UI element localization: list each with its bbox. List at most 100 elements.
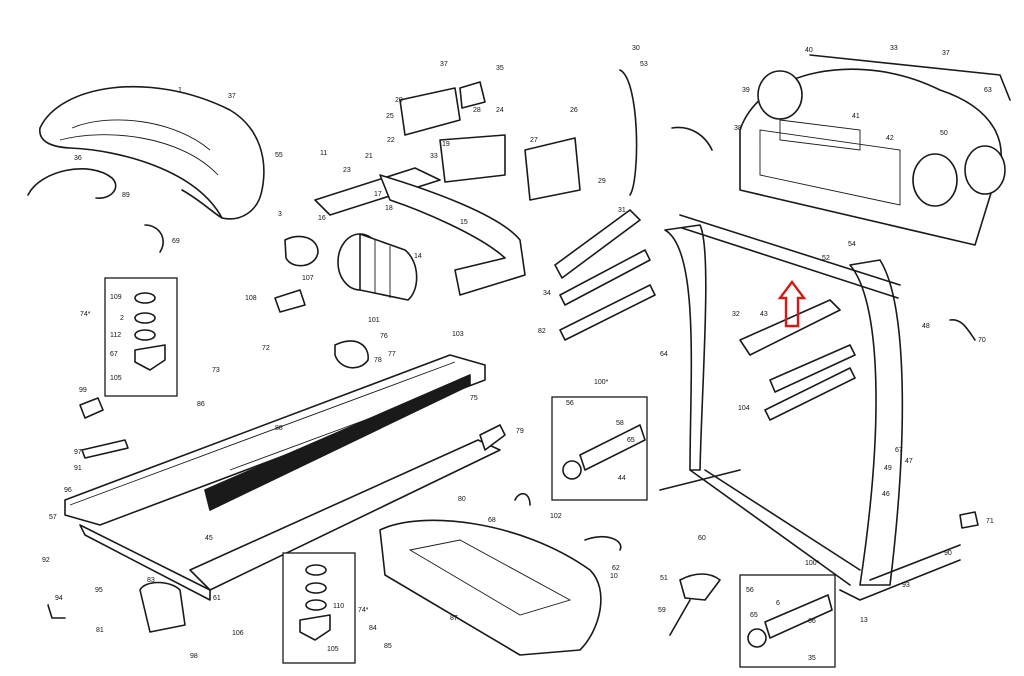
- callout-label: 6: [776, 600, 780, 607]
- callout-label: 100*: [805, 560, 820, 567]
- callout-label: 90: [944, 550, 952, 557]
- callout-label: 19: [442, 141, 450, 148]
- callout-label: 84: [369, 625, 377, 632]
- callout-label: 94: [55, 595, 63, 602]
- callout-label: 37: [942, 50, 950, 57]
- callout-label: 57: [49, 514, 57, 521]
- callout-label: 105: [110, 375, 122, 382]
- callout-label: 95: [95, 587, 103, 594]
- callout-label: 68: [488, 517, 496, 524]
- callout-label: 52: [822, 255, 830, 262]
- callout-label: 99: [79, 387, 87, 394]
- callout-label: 102: [550, 513, 562, 520]
- callout-label: 37: [440, 61, 448, 68]
- callout-label: 18: [385, 205, 393, 212]
- callout-label: 53: [640, 61, 648, 68]
- motor-hood-part: [39, 85, 265, 220]
- callout-label: 28: [473, 107, 481, 114]
- callout-label: 73: [212, 367, 220, 374]
- brackets-part: [399, 69, 713, 201]
- callout-label: 112: [110, 332, 121, 339]
- callout-label: 72: [262, 345, 270, 352]
- callout-label: 35: [496, 65, 504, 72]
- callout-label: 100*: [594, 379, 609, 386]
- callout-label: 45: [205, 535, 213, 542]
- wire-harness-part: [27, 168, 164, 253]
- callout-label: 16: [318, 215, 326, 222]
- callout-label: 109: [110, 294, 122, 301]
- callout-label: 47: [905, 458, 913, 465]
- callout-label: 40: [805, 47, 813, 54]
- callout-label: 23: [343, 167, 351, 174]
- callout-label: 50: [940, 130, 948, 137]
- console-part: [739, 54, 1011, 246]
- callout-label: 27: [530, 137, 538, 144]
- frame-rail-part: [284, 167, 526, 296]
- callout-label: 78: [374, 357, 382, 364]
- callout-label: 79: [516, 428, 524, 435]
- callout-label: 101: [368, 317, 380, 324]
- callout-label: 71: [986, 518, 994, 525]
- callout-label: 17: [374, 191, 382, 198]
- upright-frame-part: [659, 214, 961, 601]
- callout-label: 97: [74, 449, 82, 456]
- drive-motor-part: [337, 233, 418, 301]
- detail-box-100-mid: [551, 396, 648, 501]
- callout-label: 105: [327, 646, 339, 653]
- callout-label: 63: [984, 87, 992, 94]
- callout-label: 56: [746, 587, 754, 594]
- callout-label: 76: [380, 333, 388, 340]
- callout-label: 48: [922, 323, 930, 330]
- callout-label: 93: [902, 582, 910, 589]
- detail-box-74-bottom: [282, 552, 356, 664]
- callout-label: 33: [430, 153, 438, 160]
- callout-label: 88: [275, 425, 283, 432]
- callout-label: 104: [738, 405, 750, 412]
- callout-label: 2: [120, 315, 124, 322]
- callout-label: 36: [74, 155, 82, 162]
- callout-labels: 1 37 36 89 69 55 3 11 21 22 23 33 20 37 …: [42, 45, 994, 662]
- callout-label: 54: [848, 241, 856, 248]
- callout-label: 66: [808, 618, 816, 625]
- callout-label: 22: [387, 137, 395, 144]
- callout-label: 25: [386, 113, 394, 120]
- callout-label: 43: [760, 311, 768, 318]
- callout-label: 42: [886, 135, 894, 142]
- callout-label: 3: [278, 211, 282, 218]
- callout-label: 110: [333, 603, 344, 610]
- callout-label: 80: [458, 496, 466, 503]
- callout-label: 108: [245, 295, 257, 302]
- callout-label: 83: [147, 577, 155, 584]
- callout-label: 11: [320, 150, 327, 157]
- callout-label: 20: [395, 97, 403, 104]
- callout-label: 77: [388, 351, 396, 358]
- callout-label: 33: [890, 45, 898, 52]
- callout-label: 82: [538, 328, 546, 335]
- callout-label: 37: [228, 93, 236, 100]
- callout-label: 55: [275, 152, 283, 159]
- misc-small-parts: [47, 289, 979, 636]
- callout-label: 56: [566, 400, 574, 407]
- callout-label: 21: [365, 153, 373, 160]
- callout-label: 74*: [358, 607, 369, 614]
- callout-label: 67: [110, 351, 118, 358]
- callout-label: 32: [732, 311, 740, 318]
- callout-label: 46: [882, 491, 890, 498]
- walking-deck-part: [64, 340, 501, 601]
- callout-label: 67: [895, 447, 903, 454]
- callout-label: 41: [852, 113, 860, 120]
- callout-label: 86: [197, 401, 205, 408]
- callout-label: 13: [860, 617, 868, 624]
- callout-label: 30: [632, 45, 640, 52]
- callout-label: 35: [808, 655, 816, 662]
- callout-label: 89: [122, 192, 130, 199]
- callout-label: 75: [470, 395, 478, 402]
- callout-label: 106: [232, 630, 244, 637]
- handrail-part: [554, 209, 856, 421]
- callout-label: 1: [178, 87, 182, 94]
- callout-label: 74*: [80, 311, 91, 318]
- callout-label: 62: [612, 565, 620, 572]
- callout-label: 96: [64, 487, 72, 494]
- callout-label: 26: [570, 107, 578, 114]
